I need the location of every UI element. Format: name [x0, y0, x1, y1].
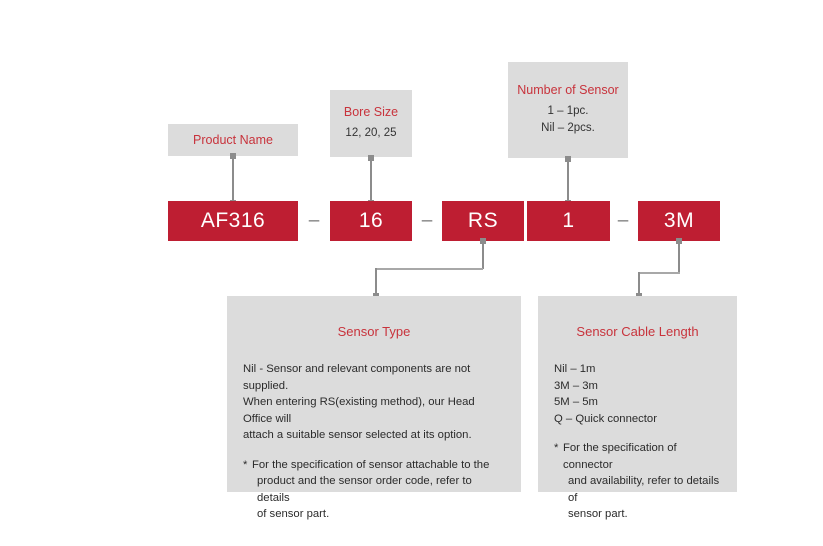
callout-product-name-title: Product Name [193, 133, 273, 147]
connector-line-cable-length-vert-left [638, 272, 640, 294]
connector-line-cable-length-horiz [638, 272, 680, 274]
callout-number-of-sensor-line-2: Nil – 2pcs. [541, 122, 595, 134]
detail-cable-length-option: 5M – 5m [554, 396, 598, 408]
detail-sensor-type-title: Sensor Type [337, 324, 411, 339]
connector-line-sensor-type-vert-right [482, 241, 484, 269]
callout-number-of-sensor-title: Number of Sensor [517, 83, 619, 97]
detail-cable-length-note-star: * [554, 442, 559, 454]
detail-cable-length-body: Nil – 1m 3M – 3m 5M – 5m Q – Quick conne… [554, 361, 721, 523]
detail-box-sensor-type: Sensor Type Nil - Sensor and relevant co… [227, 296, 521, 520]
detail-cable-length-option: 3M – 3m [554, 379, 598, 392]
detail-cable-length-title: Sensor Cable Length [576, 324, 699, 339]
connector-line-sensor-type-horiz [375, 268, 483, 270]
code-chip-sensor-count[interactable]: 1 [527, 201, 610, 241]
detail-cable-length-note-line-3: sensor part. [568, 508, 628, 520]
code-chip-cable-length[interactable]: 3M [638, 201, 720, 241]
detail-box-sensor-cable-length: Sensor Cable Length Nil – 1m 3M – 3m 5M … [538, 296, 737, 520]
detail-cable-length-note-line-2: and availability, refer to details of [568, 475, 720, 504]
connector-line-bore-size [370, 158, 372, 204]
detail-sensor-type-note-line-3: of sensor part. [257, 508, 330, 520]
callout-product-name: Product Name [168, 124, 298, 156]
detail-sensor-type-body: Nil - Sensor and relevant components are… [243, 361, 505, 523]
connector-line-number-of-sensor [567, 159, 569, 204]
detail-sensor-type-note: * For the specification of sensor attach… [243, 457, 505, 523]
detail-sensor-type-note-star: * [243, 458, 248, 471]
detail-cable-length-note-line-1: For the specification of connector [563, 442, 677, 471]
detail-sensor-type-note-line-1: For the specification of sensor attachab… [252, 458, 490, 471]
connector-line-sensor-type-vert-left [375, 268, 377, 294]
code-chip-product[interactable]: AF316 [168, 201, 298, 241]
detail-sensor-type-para-line-3: attach a suitable sensor selected at its… [243, 429, 472, 441]
detail-sensor-type-note-line-2: product and the sensor order code, refer… [257, 475, 472, 504]
callout-bore-size-values: 12, 20, 25 [345, 127, 397, 139]
detail-sensor-type-para-line-2: When entering RS(existing method), our H… [243, 396, 475, 425]
code-separator-2: – [421, 210, 433, 231]
callout-bore-size: Bore Size 12, 20, 25 [330, 90, 412, 157]
detail-cable-length-option: Q – Quick connector [554, 412, 657, 425]
connector-line-product-name [232, 156, 234, 204]
detail-cable-length-option: Nil – 1m [554, 363, 596, 375]
callout-number-of-sensor-line-1: 1 – 1pc. [547, 105, 589, 117]
code-separator-1: – [308, 210, 320, 231]
code-separator-3: – [617, 210, 629, 231]
code-chip-sensor-type[interactable]: RS [442, 201, 524, 241]
code-chip-bore[interactable]: 16 [330, 201, 412, 241]
detail-sensor-type-para-line-1: Nil - Sensor and relevant components are… [243, 363, 471, 392]
connector-line-cable-length-vert-right [678, 241, 680, 273]
callout-bore-size-title: Bore Size [343, 105, 399, 119]
callout-number-of-sensor: Number of Sensor 1 – 1pc. Nil – 2pcs. [508, 62, 628, 158]
detail-cable-length-note: * For the specification of connector and… [554, 440, 721, 523]
